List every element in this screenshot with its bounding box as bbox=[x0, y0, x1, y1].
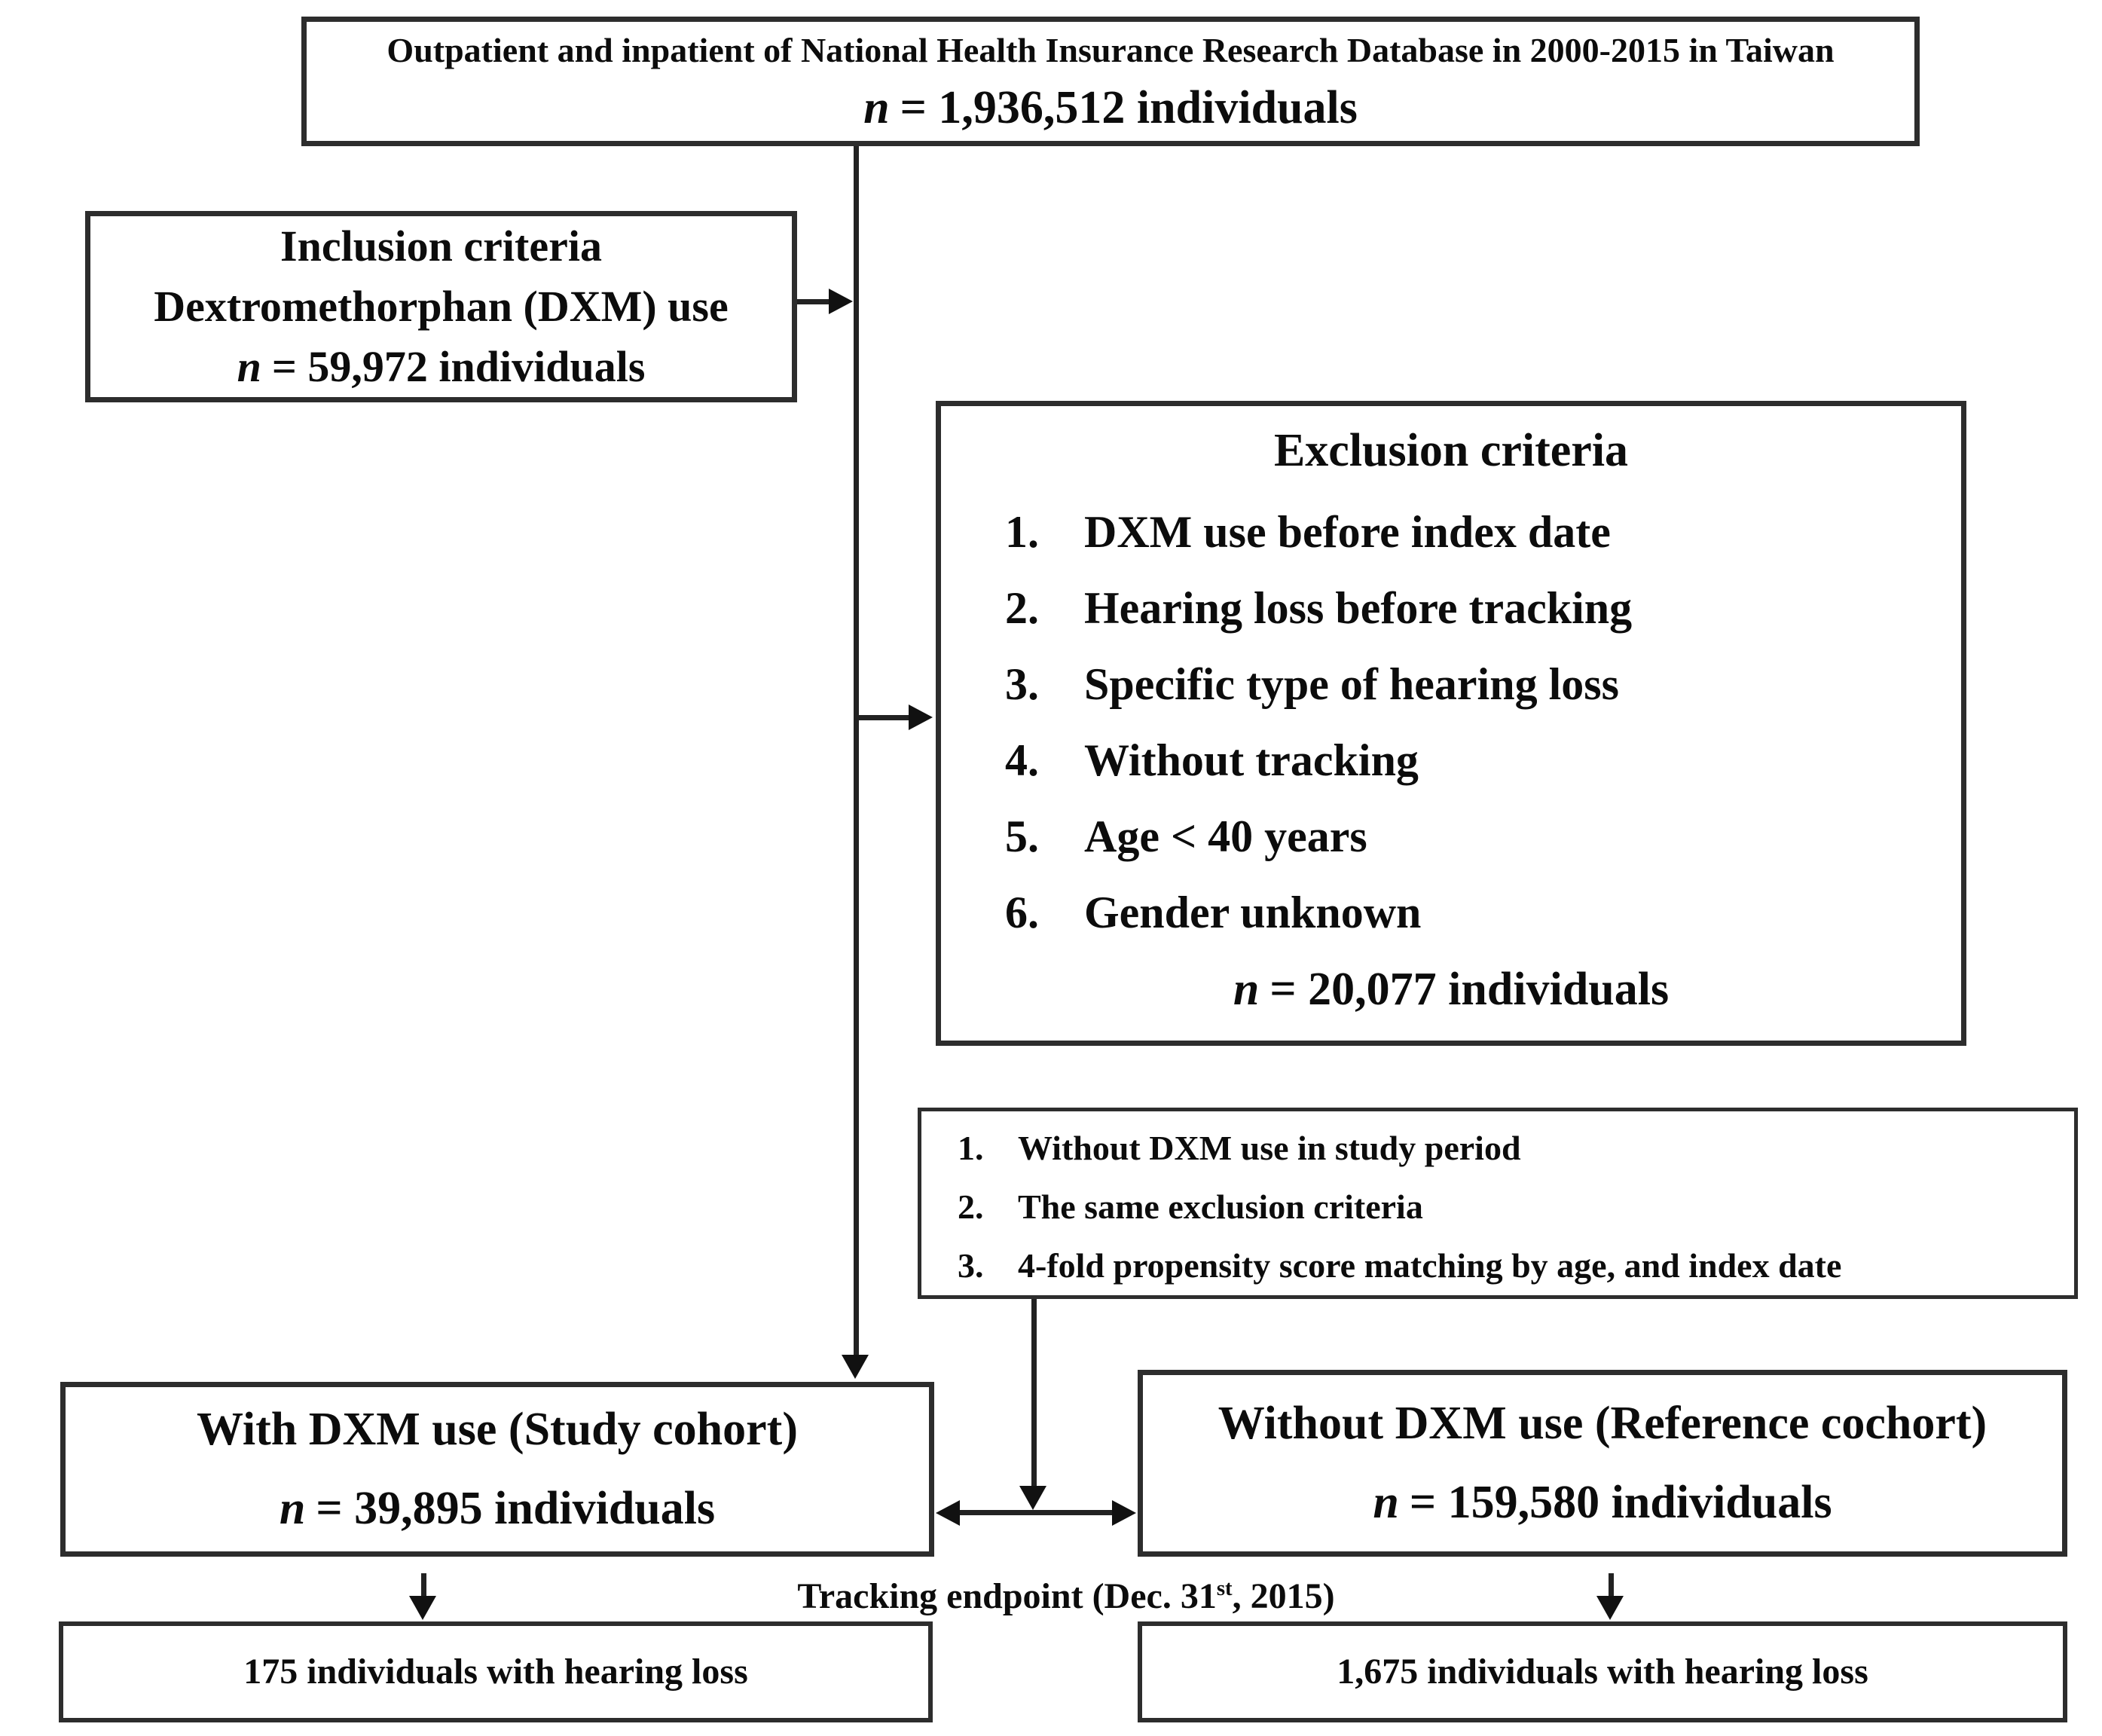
n-count-value: = 39,895 individuals bbox=[316, 1483, 716, 1534]
study-cohort-title: With DXM use (Study cohort) bbox=[197, 1404, 798, 1455]
arrowhead-right-icon bbox=[909, 704, 933, 730]
connector-exclusion bbox=[859, 715, 912, 720]
study-cohort-count: n= 39,895 individuals bbox=[280, 1481, 715, 1537]
arrowhead-down-icon bbox=[842, 1355, 869, 1379]
item-text: Specific type of hearing loss bbox=[1084, 659, 1619, 709]
inclusion-count: n= 59,972 individuals bbox=[237, 337, 646, 397]
tracking-text-post: , 2015) bbox=[1232, 1576, 1335, 1616]
connector-main-vertical bbox=[854, 146, 859, 1355]
exclusion-item-3: 3. Specific type of hearing loss bbox=[941, 646, 1961, 723]
reference-cohort-box: Without DXM use (Reference cochort) n= 1… bbox=[1138, 1370, 2067, 1557]
item-number: 4. bbox=[1005, 735, 1039, 785]
connector-matching-vertical bbox=[1031, 1299, 1037, 1487]
connector-inclusion bbox=[797, 299, 833, 304]
item-number: 2. bbox=[1005, 583, 1039, 633]
n-symbol: n bbox=[1373, 1477, 1399, 1528]
connector-cohort-link bbox=[957, 1510, 1115, 1515]
exclusion-item-2: 2. Hearing loss before tracking bbox=[941, 570, 1961, 646]
connector-study-outcome bbox=[421, 1573, 426, 1599]
reference-cohort-title: Without DXM use (Reference cochort) bbox=[1218, 1398, 1987, 1449]
tracking-endpoint-label: Tracking endpoint (Dec. 31st, 2015) bbox=[716, 1569, 1416, 1616]
inclusion-criterion: Dextromethorphan (DXM) use bbox=[154, 282, 729, 331]
exclusion-item-5: 5. Age < 40 years bbox=[941, 799, 1961, 875]
item-text: Without DXM use in study period bbox=[1018, 1129, 1521, 1167]
database-title: Outpatient and inpatient of National Hea… bbox=[386, 31, 1835, 69]
item-text: Age < 40 years bbox=[1084, 811, 1367, 861]
n-count-value: = 59,972 individuals bbox=[271, 342, 646, 391]
connector-reference-outcome bbox=[1609, 1573, 1614, 1599]
inclusion-title: Inclusion criteria bbox=[280, 222, 602, 270]
n-count-value: = 159,580 individuals bbox=[1409, 1477, 1832, 1528]
exclusion-item-4: 4. Without tracking bbox=[941, 723, 1961, 799]
arrowhead-down-icon bbox=[1019, 1486, 1046, 1510]
study-outcome-text: 175 individuals with hearing loss bbox=[243, 1652, 748, 1692]
reference-selection-box: 1. Without DXM use in study period 2. The … bbox=[918, 1108, 2078, 1299]
n-count-value: = 1,936,512 individuals bbox=[900, 82, 1358, 133]
item-text: 4-fold propensity score matching by age,… bbox=[1018, 1246, 1842, 1285]
arrowhead-down-icon bbox=[1596, 1596, 1624, 1620]
reference-outcome-text: 1,675 individuals with hearing loss bbox=[1337, 1652, 1868, 1692]
item-text: Gender unknown bbox=[1084, 888, 1422, 937]
matching-item-3: 3. 4-fold propensity score matching by ag… bbox=[921, 1236, 2074, 1295]
database-box: Outpatient and inpatient of National Hea… bbox=[301, 17, 1920, 146]
arrowhead-down-icon bbox=[409, 1596, 436, 1620]
n-symbol: n bbox=[863, 82, 890, 133]
item-number: 3. bbox=[958, 1246, 984, 1285]
arrowhead-left-icon bbox=[936, 1500, 960, 1526]
study-outcome-box: 175 individuals with hearing loss bbox=[59, 1621, 933, 1722]
n-symbol: n bbox=[1233, 964, 1260, 1015]
tracking-superscript: st bbox=[1216, 1576, 1233, 1600]
item-text: DXM use before index date bbox=[1084, 507, 1611, 557]
exclusion-item-list: 1. DXM use before index date 2. Hearing lo… bbox=[941, 494, 1961, 951]
tracking-text-pre: Tracking endpoint (Dec. 31 bbox=[797, 1576, 1217, 1616]
n-count-value: = 20,077 individuals bbox=[1269, 964, 1670, 1015]
reference-outcome-box: 1,675 individuals with hearing loss bbox=[1138, 1621, 2067, 1722]
arrowhead-right-icon bbox=[829, 289, 853, 314]
inclusion-criteria-box: Inclusion criteria Dextromethorphan (DXM… bbox=[85, 211, 797, 402]
item-text: Without tracking bbox=[1084, 735, 1419, 785]
item-number: 5. bbox=[1005, 811, 1039, 861]
item-number: 3. bbox=[1005, 659, 1039, 709]
study-cohort-box: With DXM use (Study cohort) n= 39,895 in… bbox=[60, 1382, 934, 1557]
item-number: 1. bbox=[958, 1129, 984, 1167]
n-symbol: n bbox=[237, 342, 261, 391]
item-number: 1. bbox=[1005, 507, 1039, 557]
item-text: The same exclusion criteria bbox=[1018, 1187, 1423, 1226]
reference-cohort-count: n= 159,580 individuals bbox=[1373, 1475, 1832, 1531]
exclusion-title: Exclusion criteria bbox=[1273, 425, 1629, 476]
item-number: 2. bbox=[958, 1187, 984, 1226]
arrowhead-right-icon bbox=[1112, 1500, 1136, 1526]
database-count: n= 1,936,512 individuals bbox=[863, 81, 1358, 135]
n-symbol: n bbox=[279, 1483, 306, 1534]
exclusion-item-6: 6. Gender unknown bbox=[941, 875, 1961, 951]
item-text: Hearing loss before tracking bbox=[1084, 583, 1633, 633]
exclusion-item-1: 1. DXM use before index date bbox=[941, 494, 1961, 570]
matching-item-1: 1. Without DXM use in study period bbox=[921, 1119, 2074, 1178]
matching-item-2: 2. The same exclusion criteria bbox=[921, 1178, 2074, 1236]
exclusion-criteria-box: Exclusion criteria 1. DXM use before inde… bbox=[936, 401, 1966, 1046]
item-number: 6. bbox=[1005, 888, 1039, 937]
exclusion-count: n= 20,077 individuals bbox=[941, 961, 1961, 1018]
